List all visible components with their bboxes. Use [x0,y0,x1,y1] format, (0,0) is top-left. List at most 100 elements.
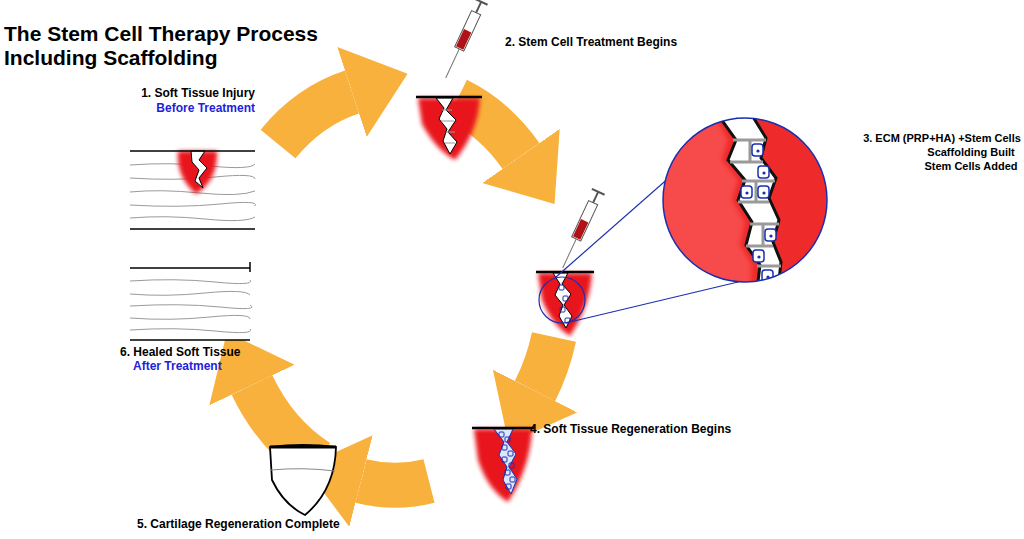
step-label: 2. Stem Cell Treatment Begins [505,35,677,49]
stem-cell [502,457,507,462]
stem-cell [753,250,764,262]
injured-tissue [130,151,256,229]
stem-cells [559,285,570,323]
syringe-needle [563,239,577,268]
syringe-blood [573,219,588,240]
step-label: 3. ECM (PRP+HA) +Stem Cells Scaffolding … [862,131,1022,173]
tear-filled [494,429,517,494]
fiber [130,280,251,284]
tear [553,273,572,328]
tissue-band [130,268,250,340]
tissue-edge [536,271,594,274]
cell-nucleus [745,191,748,194]
scaffold-wall [746,245,773,248]
cycle-arrow [278,92,352,144]
syringe-blood [456,29,471,50]
stem-cell [505,470,510,475]
tissue-edge [130,267,250,269]
diagram-title: The Stem Cell Therapy Process Including … [4,22,376,70]
stem-cell [559,285,564,290]
scaffold-wall [730,161,763,164]
syringe [556,189,604,271]
tissue-edge [130,339,250,341]
tissue-fibers [130,280,252,333]
cartilage-edge [270,446,336,449]
injury-red [178,151,217,194]
stem-cells [741,144,776,282]
fiber [130,305,252,309]
stem-cell [765,229,776,241]
stem-cell [560,307,565,312]
zoom-tear [716,112,781,290]
step-label: 1. Soft Tissue Injury [141,86,255,100]
cycle-arrow [361,481,429,485]
stem-cell [499,432,504,437]
syringe-plunger [593,192,598,203]
fiber [130,315,250,319]
cell-nucleus [762,171,765,174]
cell-nucleus [762,191,765,194]
zoom-content [650,110,830,295]
cell-nuclei [745,149,772,278]
cell-wall [441,121,454,122]
cell-wall [445,143,455,144]
step-label: 6. Healed Soft Tissue [120,345,241,359]
tissue-edge [472,427,534,430]
stem-cell [505,437,510,442]
tissue-edge [249,262,251,272]
regeneration-wedge [472,428,534,502]
fiber [130,329,251,333]
fiber [130,217,255,221]
step-note: After Treatment [133,359,222,373]
scaffold-wall [755,181,758,202]
scaffold-wall [738,201,769,204]
zoom-circle [539,277,585,323]
stem-cell [758,166,769,178]
zoom-border [663,118,827,282]
stem-cell [752,144,763,156]
scaffold-zoom [650,110,830,295]
cell-wall [446,132,455,133]
healed-tissue [130,262,252,340]
scaffold-wall [757,265,781,268]
stem-cell [502,445,507,450]
fiber [130,191,255,195]
tissue-edge [130,150,255,152]
stem-cells [499,432,515,489]
fiber [130,291,250,295]
stem-cell [741,186,752,198]
cartilage-line [271,469,335,471]
syringe-plunger [592,189,605,195]
syringe-needle [446,49,460,78]
stem-cell [510,477,515,482]
tear [436,98,457,154]
syringe-plunger [475,0,488,5]
scaffold-wall [742,180,775,183]
treatment-wedge [416,97,482,160]
cell-nucleus [769,234,772,237]
scaffold-wall [762,224,765,246]
syringe [439,0,487,81]
scaffold-walls [730,140,781,266]
stem-cell [506,484,511,489]
tissue-edge [416,96,482,99]
scaffold-wall [749,140,752,162]
fiber [130,202,256,206]
stem-cell [509,463,514,468]
stem-cell [758,186,769,198]
cell-nucleus [757,255,760,258]
syringe-plunger [476,2,481,13]
stem-cell [508,451,513,456]
stem-cell [563,296,568,301]
cartilage-shape [270,445,336,515]
cell-nucleus [756,149,759,152]
tissue-band [130,151,255,229]
tissue-edge [130,228,255,230]
injury-red [474,429,532,502]
tear [191,151,207,188]
step-note: Before Treatment [156,101,255,115]
zoom-leader [570,282,738,322]
injury-red [538,273,592,336]
syringe-barrel [572,201,598,241]
